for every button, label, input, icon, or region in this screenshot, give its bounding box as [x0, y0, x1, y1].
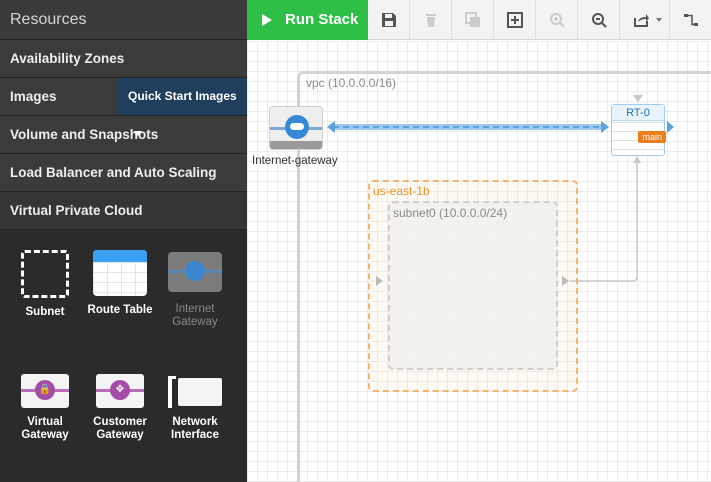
route-table-node[interactable]: RT-0 main [611, 104, 666, 156]
sidebar-item-availability-zones[interactable]: Availability Zones [0, 40, 247, 78]
internet-gateway-icon [168, 252, 222, 292]
dropdown-label: Quick Start Images [128, 89, 237, 103]
duplicate-icon [465, 12, 480, 27]
play-icon [262, 14, 272, 26]
az-label: us-east-1b [373, 184, 430, 198]
palette-network-interface[interactable]: Network Interface [155, 374, 235, 442]
subnet-label: subnet0 (10.0.0.0/24) [393, 206, 508, 220]
palette-subnet[interactable]: Subnet [5, 250, 85, 319]
palette-subnet-label: Subnet [25, 306, 65, 318]
zoom-in-button[interactable] [536, 0, 578, 40]
zoom-out-icon [592, 13, 607, 28]
caret-down-icon [134, 131, 142, 137]
main-badge: main [638, 131, 666, 143]
sidebar-item-load-balancer[interactable]: Load Balancer and Auto Scaling [0, 154, 247, 192]
route-table-title: RT-0 [612, 105, 664, 121]
palette-igw-label-2: Gateway [172, 316, 218, 328]
auto-layout-button[interactable] [670, 0, 711, 40]
sidebar-item-vpc[interactable]: Virtual Private Cloud [0, 192, 247, 230]
network-interface-icon [168, 374, 222, 408]
run-stack-button[interactable]: Run Stack [247, 0, 368, 40]
virtual-gateway-icon: 🔒 [21, 374, 69, 408]
sidebar-title: Resources [0, 0, 247, 40]
trash-icon [426, 14, 436, 27]
toolbar: Run Stack [247, 0, 711, 40]
palette-igw-label-1: Internet [175, 303, 215, 315]
palette-virtual-gateway[interactable]: 🔒 Virtual Gateway [5, 374, 85, 442]
add-icon [507, 12, 523, 28]
resources-sidebar: Resources Availability Zones Images Quic… [0, 0, 247, 482]
delete-button[interactable] [410, 0, 452, 40]
cloud-icon [285, 115, 309, 139]
subnet-group[interactable]: subnet0 (10.0.0.0/24) [388, 201, 558, 370]
internet-gateway-node[interactable] [269, 106, 323, 150]
design-canvas[interactable]: vpc (10.0.0.0/16) Internet-gateway RT-0 … [247, 41, 711, 482]
resource-palette: Subnet Route Table Internet Gateway 🔒 Vi… [0, 230, 247, 482]
palette-customer-gateway[interactable]: ✥ Customer Gateway [80, 374, 160, 442]
zoom-in-icon [550, 13, 565, 28]
palette-eni-label-1: Network [172, 416, 218, 428]
palette-vgw-label-2: Gateway [21, 429, 69, 441]
route-table-port[interactable] [633, 95, 643, 102]
export-button[interactable] [620, 0, 670, 40]
palette-internet-gateway[interactable]: Internet Gateway [155, 250, 235, 329]
save-button[interactable] [368, 0, 410, 40]
igw-rt-connection[interactable] [247, 41, 711, 482]
palette-cgw-label-1: Customer [93, 416, 147, 428]
vpc-label: vpc (10.0.0.0/16) [306, 76, 397, 90]
customer-gateway-icon: ✥ [96, 374, 144, 408]
subnet-icon [21, 250, 69, 298]
subnet-left-port[interactable] [376, 276, 383, 286]
save-icon [382, 13, 396, 27]
palette-cgw-label-2: Gateway [96, 429, 144, 441]
add-button[interactable] [494, 0, 536, 40]
zoom-out-button[interactable] [578, 0, 620, 40]
palette-route-table-label: Route Table [87, 304, 153, 316]
subnet-right-port[interactable] [562, 276, 569, 286]
route-table-icon [93, 250, 147, 296]
palette-vgw-label-1: Virtual [27, 416, 63, 428]
igw-label: Internet-gateway [252, 155, 338, 167]
export-icon [634, 14, 649, 27]
palette-eni-label-2: Interface [171, 429, 219, 441]
sidebar-item-label: Images [10, 89, 57, 104]
caret-down-icon [656, 18, 662, 22]
layout-icon [684, 14, 698, 26]
run-stack-label: Run Stack [285, 11, 359, 28]
duplicate-button[interactable] [452, 0, 494, 40]
sidebar-item-volume-snapshots[interactable]: Volume and Snapshots [0, 116, 247, 154]
palette-route-table[interactable]: Route Table [80, 250, 160, 317]
vpc-group[interactable]: vpc (10.0.0.0/16) [297, 71, 711, 482]
sidebar-item-images[interactable]: Images Quick Start Images [0, 78, 247, 137]
quick-start-images-dropdown[interactable]: Quick Start Images [118, 78, 247, 137]
